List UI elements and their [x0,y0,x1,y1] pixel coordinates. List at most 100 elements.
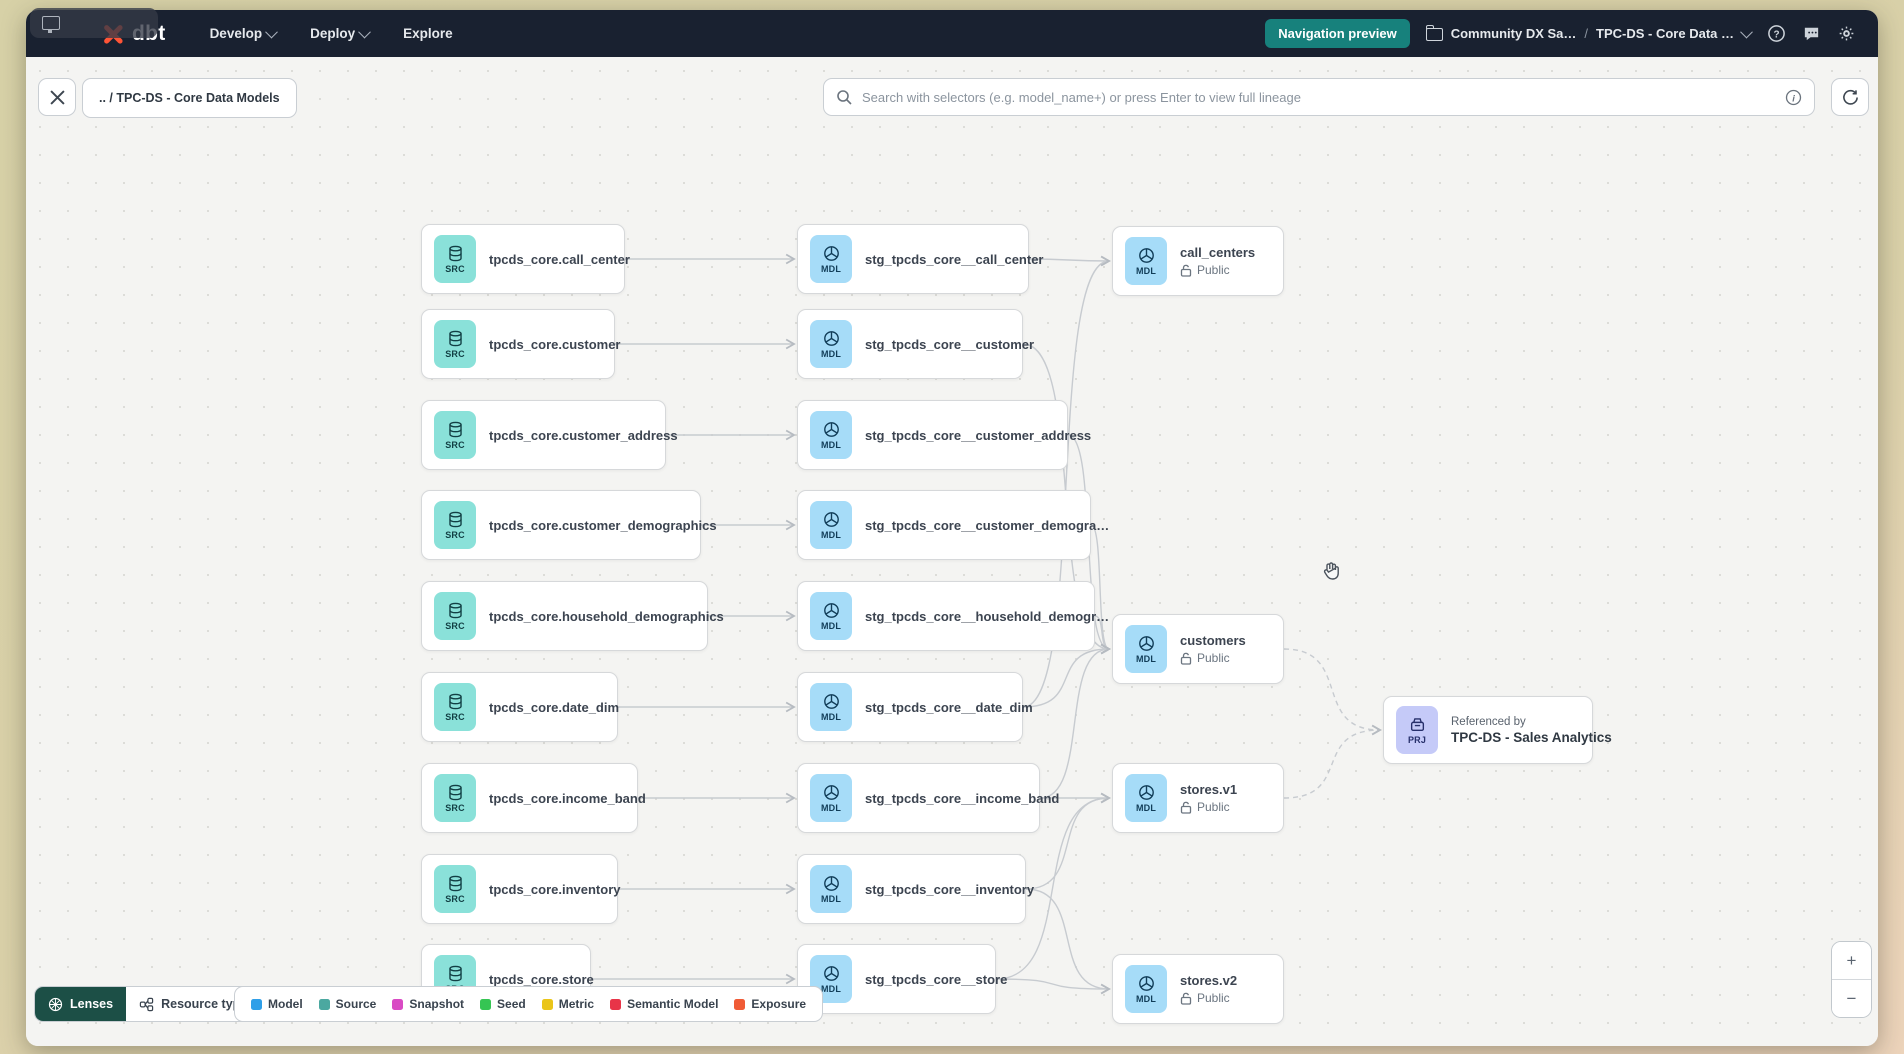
nav-menu-develop[interactable]: Develop [210,25,278,41]
breadcrumb[interactable]: Community DX Sa… / TPC-DS - Core Data … [1425,25,1753,41]
database-icon [448,784,462,800]
zoom-out-button[interactable]: − [1832,980,1871,1017]
node-label: stg_tpcds_core__income_band [865,790,1060,806]
database-icon [448,875,462,891]
node-label: tpcds_core.household_demographics [489,608,724,624]
cube-icon [1138,975,1154,991]
node-label: tpcds_core.store [489,971,594,987]
lineage-search[interactable]: i [823,78,1815,116]
lenses-button[interactable]: Lenses [35,987,127,1021]
search-input[interactable] [860,88,1785,106]
navigation-preview-button[interactable]: Navigation preview [1265,19,1410,48]
access-badge: Public [1180,651,1246,665]
lineage-canvas[interactable]: .. / TPC-DS - Core Data Models i SRCtpcd… [26,57,1878,1046]
node-label: tpcds_core.income_band [489,790,646,806]
cube-icon [823,421,839,437]
mdl-badge: MDL [810,683,852,731]
svg-text:i: i [1792,93,1795,104]
breadcrumb-project[interactable]: Community DX Sa… [1450,26,1577,41]
mdl-badge: MDL [810,501,852,549]
legend-item-exposure: Exposure [734,997,806,1011]
breadcrumb-page[interactable]: TPC-DS - Core Data … [1596,26,1734,41]
node-label: stg_tpcds_core__household_demogr… [865,608,1110,624]
model-node[interactable]: MDL stg_tpcds_core__household_demogr… [797,581,1109,651]
legend-item-seed: Seed [480,997,526,1011]
source-node[interactable]: SRC tpcds_core.customer_demographics [421,490,717,560]
close-icon [49,89,65,105]
nav-menu-deploy[interactable]: Deploy [310,25,371,41]
chevron-down-icon[interactable] [1740,25,1753,39]
settings-gear-icon[interactable] [1837,24,1856,43]
help-icon[interactable]: ? [1767,24,1786,43]
nav-right: Navigation preview Community DX Sa… / TP… [1265,19,1856,48]
search-icon [837,90,852,105]
legend-swatch [541,998,553,1010]
src-badge: SRC [434,411,476,459]
info-icon[interactable]: i [1785,89,1802,106]
node-label: TPC-DS - Sales Analytics [1451,729,1612,745]
node-label: stg_tpcds_core__customer_demogra… [865,517,1110,533]
src-badge: SRC [434,320,476,368]
lineage-edge [1039,643,1111,799]
legend-swatch [251,998,262,1010]
refresh-lineage-button[interactable] [1831,78,1869,116]
lineage-edge [1283,648,1382,736]
node-label: tpcds_core.customer_demographics [489,517,717,533]
lineage-edge [1022,643,1111,708]
mdl-badge: MDL [1125,965,1167,1013]
cube-icon [823,602,839,618]
chevron-down-icon [265,25,278,39]
access-badge: Public [1180,991,1237,1005]
cube-icon [1138,247,1154,263]
mdl-badge: MDL [810,592,852,640]
legend-item-metric: Metric [541,997,594,1011]
resource-type-dropdown[interactable]: Resource type [126,987,280,1021]
legend-swatch [734,998,746,1010]
nav-menu-explore[interactable]: Explore [403,26,453,41]
divider [1832,979,1871,980]
legend-swatch [392,998,404,1010]
close-lineage-button[interactable] [38,78,76,116]
zoom-in-button[interactable]: + [1832,942,1871,979]
refresh-icon [1842,89,1858,105]
node-label: stg_tpcds_core__customer [865,336,1035,352]
src-badge: SRC [434,501,476,549]
chevron-down-icon [358,25,371,39]
unlock-icon [1180,801,1192,814]
mdl-badge: MDL [810,235,852,283]
lineage-path-chip[interactable]: .. / TPC-DS - Core Data Models [82,78,297,118]
legend-item-snapshot: Snapshot [392,997,464,1011]
model-node[interactable]: MDL stg_tpcds_core__customer_demogra… [797,490,1109,560]
database-icon [448,421,462,437]
feedback-icon[interactable] [1802,24,1821,43]
node-label: tpcds_core.inventory [489,881,621,897]
unlock-icon [1180,652,1192,665]
access-badge: Public [1180,800,1237,814]
lenses-icon [48,997,63,1011]
cube-icon [823,511,839,527]
node-label: tpcds_core.call_center [489,251,630,267]
database-icon [448,330,462,346]
